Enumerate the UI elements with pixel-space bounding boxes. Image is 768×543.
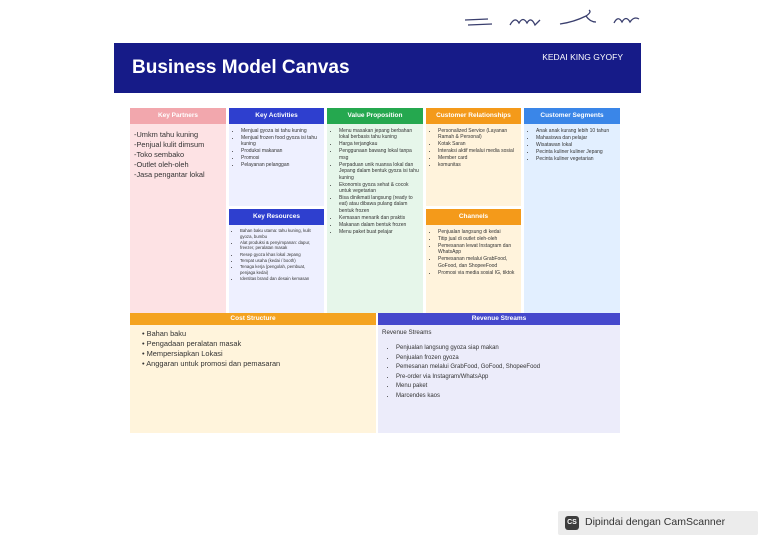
value-proposition-section: Value Proposition Menu masakan jepang be…: [327, 108, 423, 313]
key-activities-header: Key Activities: [229, 108, 324, 124]
value-proposition-header: Value Proposition: [327, 108, 423, 124]
list-item: • Anggaran untuk promosi dan pemasaran: [142, 359, 281, 368]
channels-section: Channels Penjualan langsung di kedai Tit…: [426, 209, 521, 313]
customer-relationships-list: Personalized Service (Layanan Ramah & Pe…: [426, 124, 521, 169]
key-activities-list: Menjual gyoza isi tahu kuning Menjual fr…: [229, 124, 324, 169]
camscanner-logo-icon: CS: [565, 516, 579, 530]
list-item: Menjual frozen food gyoza isi tahu kunin…: [241, 135, 320, 148]
list-item: Penjualan frozen gyoza: [396, 354, 620, 364]
channels-list: Penjualan langsung di kedai Titip jual d…: [426, 225, 521, 276]
value-proposition-list: Menu masakan jepang berbahan lokal berba…: [327, 124, 423, 235]
list-item: Wisatawan lokal: [536, 142, 616, 148]
list-item: • Bahan baku: [142, 329, 187, 338]
list-item: Menu masakan jepang berbahan lokal berba…: [339, 128, 419, 141]
list-item: Ekonomis gyoza sehat & cocok untuk veget…: [339, 182, 419, 195]
list-item: Pemesanan melalui GrabFood, GoFood, dan …: [438, 256, 517, 269]
list-item: -Jasa pengantar lokal: [134, 170, 205, 179]
list-item: Marcendes kaos: [396, 392, 620, 402]
list-item: Pre-order via Instagram/WhatsApp: [396, 373, 620, 383]
key-resources-header: Key Resources: [229, 209, 324, 225]
list-item: Member card: [438, 155, 517, 161]
list-item: Kotak Saran: [438, 141, 517, 147]
customer-relationships-section: Customer Relationships Personalized Serv…: [426, 108, 521, 206]
canvas-banner: Business Model Canvas KEDAI KING GYOFY: [114, 43, 641, 93]
list-item: -Toko sembako: [134, 150, 185, 159]
list-item: Pecinta kuliner kuliner Jepang: [536, 149, 616, 155]
list-item: Titip jual di outlet oleh-oleh: [438, 236, 517, 242]
list-item: Resep gyoza khas lokal Jepang: [240, 252, 321, 258]
list-item: -Umkm tahu kuning: [134, 130, 199, 139]
list-item: -Penjual kulit dimsum: [134, 140, 205, 149]
list-item: -Outlet oleh-oleh: [134, 160, 189, 169]
customer-segments-header: Customer Segments: [524, 108, 620, 124]
cost-structure-header: Cost Structure: [130, 313, 376, 325]
key-partners-section: Key Partners -Umkm tahu kuning -Penjual …: [130, 108, 226, 313]
list-item: • Mempersiapkan Lokasi: [142, 349, 223, 358]
list-item: Pemesanan melalui GrabFood, GoFood, Shop…: [396, 363, 620, 373]
camscanner-watermark: CS Dipindai dengan CamScanner: [558, 511, 758, 535]
list-item: Identitas brand dan desain kemasan: [240, 276, 321, 282]
customer-segments-section: Customer Segments Anak anak kurang lebih…: [524, 108, 620, 313]
list-item: Tempat usaha (kedai / booth): [240, 258, 321, 264]
list-item: Pemesanan lewat Instagram dan WhatsApp: [438, 243, 517, 256]
list-item: Penggunaan bawang lokal tanpa msg: [339, 148, 419, 161]
list-item: Anak anak kurang lebih 10 tahun: [536, 128, 616, 134]
list-item: Perpaduan unik nuansa lokal dan Jepang d…: [339, 162, 419, 181]
cost-structure-section: Cost Structure • Bahan baku • Pengadaan …: [130, 313, 376, 433]
cost-structure-list: • Bahan baku • Pengadaan peralatan masak…: [130, 325, 376, 369]
customer-relationships-header: Customer Relationships: [426, 108, 521, 124]
list-item: Bisa dinikmati langsung (ready to eat) a…: [339, 195, 419, 214]
channels-header: Channels: [426, 209, 521, 225]
revenue-streams-section: Revenue Streams Revenue Streams Penjuala…: [378, 313, 620, 433]
list-item: Menu paket buat pelajar: [339, 229, 419, 235]
list-item: Penjualan langsung di kedai: [438, 229, 517, 235]
list-item: Alat produksi & penyimpanan: dapur, free…: [240, 240, 321, 251]
list-item: Penjualan langsung gyoza siap makan: [396, 344, 620, 354]
key-resources-section: Key Resources Bahan baku utama: tahu kun…: [229, 209, 324, 313]
list-item: Bahan baku utama: tahu kuning, kulit gyo…: [240, 228, 321, 239]
brand-name: KEDAI KING GYOFY: [542, 52, 623, 62]
list-item: Harga terjangkau: [339, 141, 419, 147]
list-item: Personalized Service (Layanan Ramah & Pe…: [438, 128, 517, 141]
list-item: • Pengadaan peralatan masak: [142, 339, 242, 348]
list-item: Promosi: [241, 155, 320, 161]
signature: [464, 9, 640, 27]
revenue-streams-subtitle: Revenue Streams: [382, 329, 432, 336]
list-item: Menjual gyoza isi tahu kuning: [241, 128, 320, 134]
list-item: Pelayanan pelanggan: [241, 162, 320, 168]
revenue-streams-list: Penjualan langsung gyoza siap makan Penj…: [378, 336, 620, 402]
list-item: Promosi via media sosial IG, tiktok: [438, 270, 517, 276]
list-item: Menu paket: [396, 382, 620, 392]
customer-segments-list: Anak anak kurang lebih 10 tahun Mahasisw…: [524, 124, 620, 162]
list-item: Pecinta kuliner vegetarian: [536, 156, 616, 162]
key-activities-section: Key Activities Menjual gyoza isi tahu ku…: [229, 108, 324, 206]
key-partners-header: Key Partners: [130, 108, 226, 124]
list-item: Makanan dalam bentuk frozen: [339, 222, 419, 228]
page-title: Business Model Canvas: [132, 57, 350, 78]
camscanner-label: Dipindai dengan CamScanner: [585, 516, 726, 528]
list-item: Mahasiswa dan pelajar: [536, 135, 616, 141]
revenue-streams-header: Revenue Streams: [378, 313, 620, 325]
key-partners-list: -Umkm tahu kuning -Penjual kulit dimsum …: [130, 124, 226, 180]
list-item: Interaksi aktif melalui media sosial: [438, 148, 517, 154]
list-item: komunitas: [438, 162, 517, 168]
list-item: Kemasan menarik dan praktis: [339, 215, 419, 221]
list-item: Produksi makanan: [241, 148, 320, 154]
list-item: Tenaga kerja (pengolah, pembuat, penjaga…: [240, 264, 321, 275]
key-resources-list: Bahan baku utama: tahu kuning, kulit gyo…: [229, 225, 324, 281]
